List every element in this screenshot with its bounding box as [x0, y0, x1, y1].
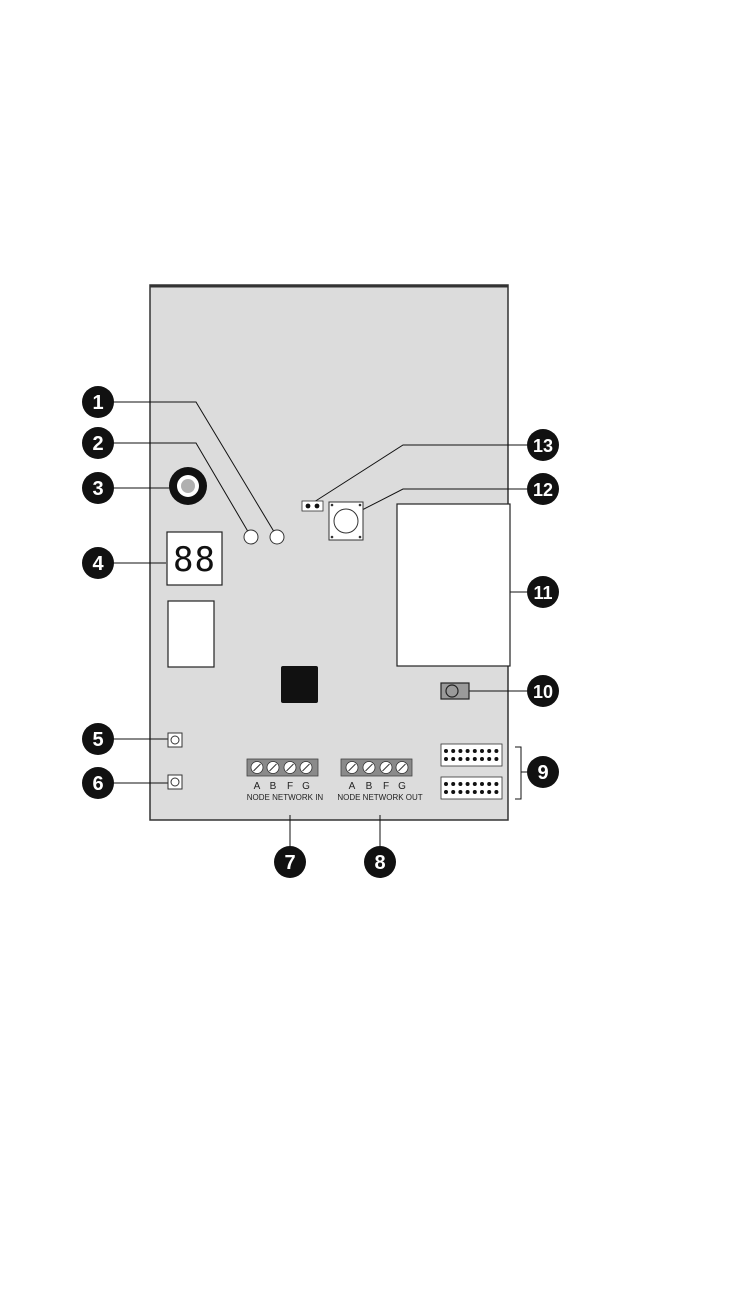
header-pin: [444, 757, 448, 761]
display-digits: 88: [173, 540, 216, 580]
header-pin: [451, 749, 455, 753]
pushbutton-cap: [334, 509, 358, 533]
header-pin: [494, 782, 498, 786]
terminal-out-caption: NODE NETWORK OUT: [337, 793, 422, 802]
header-pin: [494, 790, 498, 794]
callout-6-label: 6: [92, 773, 103, 795]
two-pin-jumper-pin-2: [315, 504, 320, 509]
header-pin: [487, 749, 491, 753]
pushbutton-corner-br: [359, 536, 362, 539]
pushbutton-corner-tr: [359, 504, 362, 507]
large-module: [397, 504, 510, 666]
terminal-in-letter-f: F: [287, 781, 293, 792]
pushbutton-corner-tl: [331, 504, 334, 507]
header-pin: [451, 790, 455, 794]
header-pin: [494, 757, 498, 761]
two-pin-jumper-pin-1: [306, 504, 311, 509]
callout-12-label: 12: [533, 480, 553, 500]
header-pin: [444, 782, 448, 786]
terminal-out-letter-b: B: [366, 781, 373, 792]
header-pin: [458, 790, 462, 794]
pin-header-top: [441, 744, 502, 766]
header-pin: [480, 782, 484, 786]
header-pin: [444, 749, 448, 753]
header-pin: [473, 757, 477, 761]
callout-5-label: 5: [92, 729, 103, 751]
white-module: [168, 601, 214, 667]
pushbutton-corner-bl: [331, 536, 334, 539]
header-pin: [458, 757, 462, 761]
header-pin: [458, 782, 462, 786]
callout-2-label: 2: [92, 433, 103, 455]
microcontroller-chip: [281, 666, 318, 703]
header-pin: [473, 749, 477, 753]
terminal-out-letter-g: G: [398, 781, 406, 792]
terminal-in-letter-g: G: [302, 781, 310, 792]
callout-3-label: 3: [92, 478, 103, 500]
callout-9-label: 9: [537, 762, 548, 784]
header-pin: [494, 749, 498, 753]
header-pin: [473, 782, 477, 786]
header-pin: [487, 782, 491, 786]
header-pin: [480, 749, 484, 753]
terminal-in-letter-b: B: [270, 781, 277, 792]
terminal-out-letter-f: F: [383, 781, 389, 792]
header-pin: [487, 757, 491, 761]
terminal-out-letter-a: A: [349, 781, 356, 792]
header-pin: [444, 790, 448, 794]
buzzer-center: [181, 479, 195, 493]
header-pin: [466, 757, 470, 761]
callout-11-label: 11: [533, 583, 552, 603]
header-pin: [487, 790, 491, 794]
terminal-in-letter-a: A: [254, 781, 261, 792]
callout-7-label: 7: [284, 852, 295, 874]
callout-8-label: 8: [374, 852, 385, 874]
header-pin: [466, 782, 470, 786]
header-pin: [451, 757, 455, 761]
callout-13-label: 13: [533, 436, 553, 456]
callout-1-label: 1: [92, 392, 103, 414]
two-pin-jumper: [302, 501, 323, 511]
header-pin: [480, 757, 484, 761]
header-pin: [466, 790, 470, 794]
led-1: [270, 530, 284, 544]
pin-header-bottom: [441, 777, 502, 799]
header-pin: [451, 782, 455, 786]
jumper-switch-knob: [446, 685, 458, 697]
button-6: [168, 775, 182, 789]
terminal-in-caption: NODE NETWORK IN: [247, 793, 324, 802]
callout-4-label: 4: [92, 553, 104, 575]
button-5: [168, 733, 182, 747]
callout-10-label: 10: [533, 682, 553, 702]
bracket-9: [515, 747, 521, 799]
header-pin: [466, 749, 470, 753]
header-pin: [480, 790, 484, 794]
header-pin: [473, 790, 477, 794]
header-pin: [458, 749, 462, 753]
led-2: [244, 530, 258, 544]
